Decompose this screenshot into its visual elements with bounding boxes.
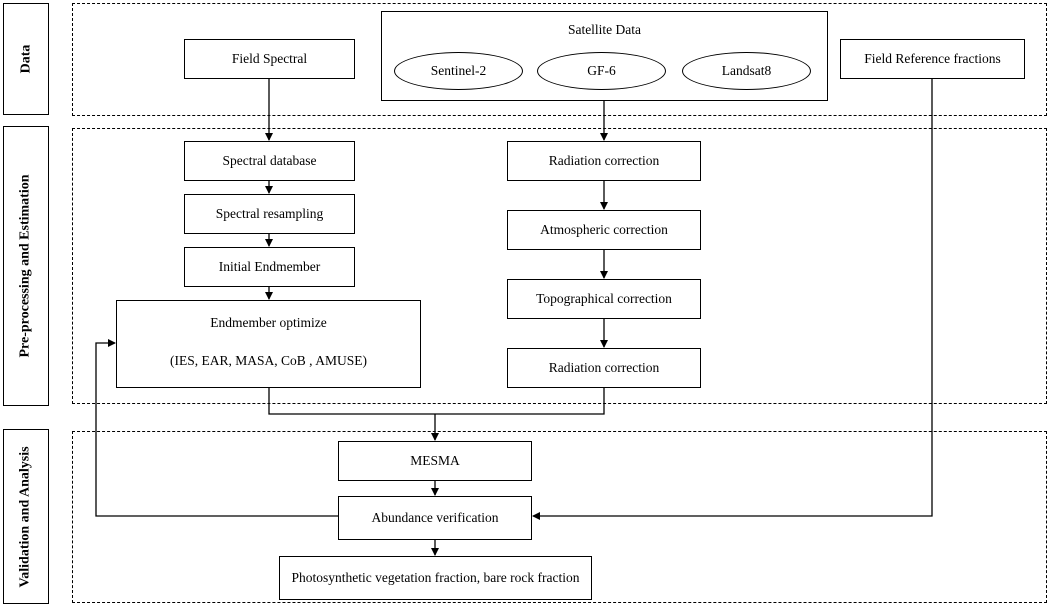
- arrow-reference-to-abundance: [532, 79, 933, 520]
- arrow-feedback-loop: [95, 339, 338, 517]
- endmember-methods-label: (IES, EAR, MASA, CoB , AMUSE): [170, 353, 367, 368]
- satellite-data-box: Satellite Data Sentinel-2 GF-6 Landsat8: [381, 11, 828, 101]
- spectral-resampling-box: Spectral resampling: [184, 194, 355, 234]
- region-preprocessing: [72, 128, 1047, 404]
- spectral-resampling-label: Spectral resampling: [215, 206, 324, 221]
- region-validation: [72, 431, 1047, 603]
- mesma-box: MESMA: [338, 441, 532, 481]
- initial-endmember-box: Initial Endmember: [184, 247, 355, 287]
- region-data: [72, 3, 1047, 116]
- field-spectral-label: Field Spectral: [231, 51, 308, 66]
- field-reference-box: Field Reference fractions: [840, 39, 1025, 79]
- endmember-optimize-label: Endmember optimize: [210, 315, 327, 330]
- field-reference-label: Field Reference fractions: [864, 51, 1001, 66]
- sensor-sentinel-2: Sentinel-2: [394, 52, 523, 90]
- radiation-correction-1-label: Radiation correction: [548, 153, 660, 168]
- topographical-correction-box: Topographical correction: [507, 279, 701, 319]
- atmospheric-correction-label: Atmospheric correction: [540, 222, 668, 237]
- abundance-verification-label: Abundance verification: [371, 510, 499, 525]
- abundance-verification-box: Abundance verification: [338, 496, 532, 540]
- initial-endmember-label: Initial Endmember: [218, 259, 321, 274]
- spectral-database-box: Spectral database: [184, 141, 355, 181]
- sensor-landsat8-label: Landsat8: [721, 63, 772, 78]
- endmember-optimize-box: Endmember optimize (IES, EAR, MASA, CoB …: [116, 300, 421, 388]
- output-fractions-label: Photosynthetic vegetation fraction, bare…: [291, 570, 580, 585]
- sensor-gf-6: GF-6: [537, 52, 666, 90]
- topographical-correction-label: Topographical correction: [536, 291, 672, 306]
- stage-label-preprocessing: Pre-processing and Estimation: [3, 126, 49, 406]
- satellite-data-title: Satellite Data: [567, 22, 642, 37]
- atmospheric-correction-box: Atmospheric correction: [507, 210, 701, 250]
- stage-label-validation: Validation and Analysis: [3, 429, 49, 604]
- radiation-correction-1-box: Radiation correction: [507, 141, 701, 181]
- radiation-correction-2-box: Radiation correction: [507, 348, 701, 388]
- mesma-label: MESMA: [410, 453, 460, 468]
- output-fractions-box: Photosynthetic vegetation fraction, bare…: [279, 556, 592, 600]
- radiation-correction-2-label: Radiation correction: [548, 360, 660, 375]
- sensor-landsat8: Landsat8: [682, 52, 811, 90]
- sensor-gf-6-label: GF-6: [587, 63, 616, 78]
- stage-label-data: Data: [3, 3, 49, 115]
- sensor-sentinel-2-label: Sentinel-2: [430, 63, 487, 78]
- spectral-database-label: Spectral database: [222, 153, 317, 168]
- connector-merge: [268, 388, 605, 415]
- field-spectral-box: Field Spectral: [184, 39, 355, 79]
